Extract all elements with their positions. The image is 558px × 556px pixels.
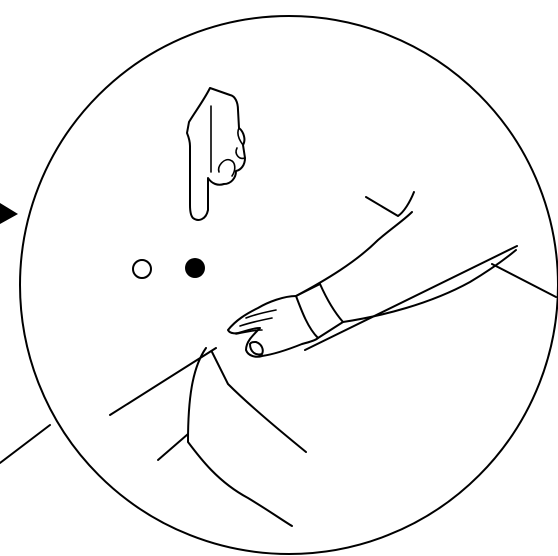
forearm-upper	[296, 212, 412, 296]
wrist-band	[296, 284, 343, 338]
detail-circle	[20, 16, 558, 554]
leader-line	[0, 425, 50, 463]
pointing-hand-down-icon	[187, 88, 245, 220]
leader-arrowhead	[0, 203, 18, 224]
thumbnail	[250, 342, 263, 355]
hip-line	[158, 434, 188, 460]
filled-dot	[185, 258, 205, 278]
hand-outline	[228, 296, 318, 357]
open-dot	[133, 260, 151, 278]
upper-arm-fold	[366, 192, 414, 216]
body-line-far-right	[492, 264, 556, 297]
torso-contour-inner	[212, 352, 306, 452]
finger-lines	[236, 310, 276, 334]
forearm-lower	[343, 250, 516, 322]
body-line-right	[305, 246, 517, 350]
torso-contour	[188, 348, 292, 526]
